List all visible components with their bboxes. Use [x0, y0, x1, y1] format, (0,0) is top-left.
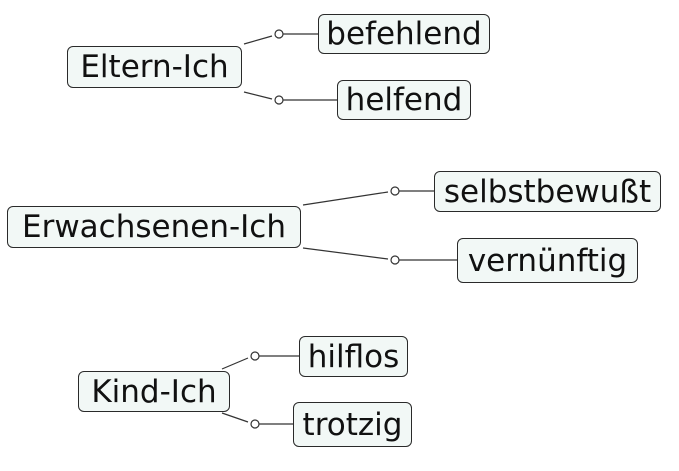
node-trotzig[interactable]: trotzig [293, 402, 412, 447]
node-vernuenftig[interactable]: vernünftig [457, 238, 638, 283]
connector-line [302, 247, 389, 260]
connector-line [243, 35, 273, 45]
node-eltern-ich[interactable]: Eltern-Ich [67, 46, 242, 88]
node-selbstbewusst[interactable]: selbstbewußt [434, 171, 661, 212]
connector-line [221, 357, 249, 370]
node-helfend[interactable]: helfend [337, 80, 471, 120]
connector-knob [274, 95, 284, 105]
connector-knob [390, 255, 400, 265]
connector-knob [390, 186, 400, 196]
node-befehlend[interactable]: befehlend [318, 14, 490, 54]
connector-line [221, 412, 249, 423]
connector-knob [274, 29, 284, 39]
connector-knob [250, 351, 260, 361]
node-hilflos[interactable]: hilflos [299, 336, 408, 377]
node-kind-ich[interactable]: Kind-Ich [78, 371, 230, 412]
node-erwachsenen-ich[interactable]: Erwachsenen-Ich [7, 206, 301, 248]
connector-line [243, 91, 273, 100]
connector-line [302, 191, 389, 206]
connector-knob [250, 419, 260, 429]
